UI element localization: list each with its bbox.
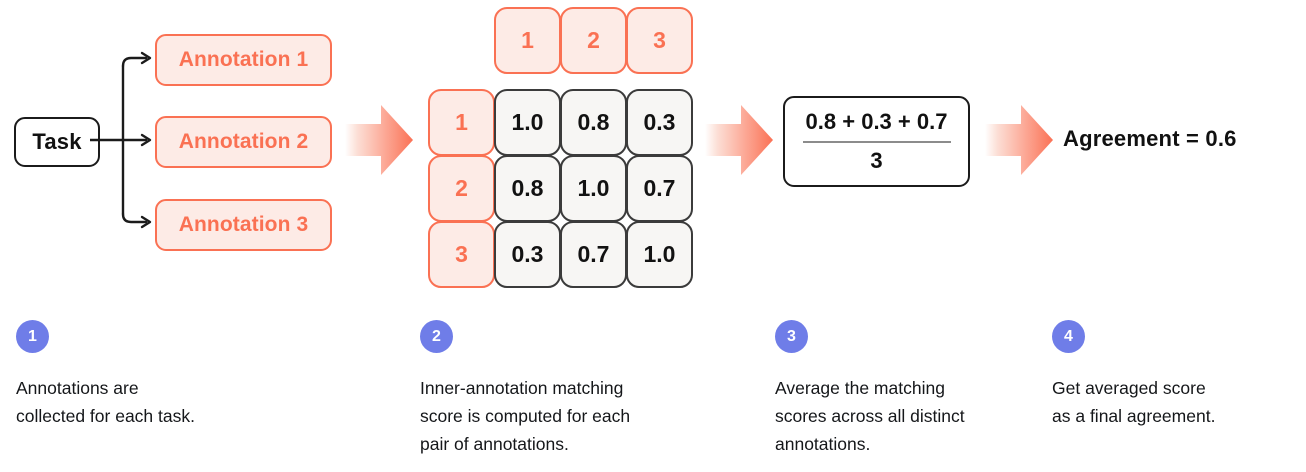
step-2: 2 Inner-annotation matching score is com… <box>420 320 710 458</box>
arrowhead-top <box>140 51 152 65</box>
annotation-node-2: Annotation 2 <box>155 116 332 168</box>
step-badge-3: 3 <box>775 320 808 353</box>
annotation-label-1: Annotation 1 <box>178 48 309 71</box>
connector-branch-top <box>121 56 148 68</box>
arrow-right-icon-2 <box>705 105 773 175</box>
matrix-cell-1-2: 0.8 <box>560 89 627 156</box>
formula-fraction-bar <box>802 141 951 143</box>
agreement-matrix: 1 2 3 1 2 3 1.0 0.8 0.3 0.8 1.0 0.7 0.3 … <box>428 7 693 288</box>
annotation-label-2: Annotation 2 <box>178 130 309 153</box>
connector-branch-bottom <box>121 212 148 224</box>
arrowhead-bottom <box>140 215 152 229</box>
annotation-node-1: Annotation 1 <box>155 34 332 86</box>
annotation-label-3: Annotation 3 <box>178 213 309 236</box>
step-text-3: Average the matching scores across all d… <box>775 378 965 454</box>
matrix-col-header-3: 3 <box>626 7 693 74</box>
matrix-row-header-3: 3 <box>428 221 495 288</box>
arrow-right-icon-3 <box>985 105 1053 175</box>
step-text-2: Inner-annotation matching score is compu… <box>420 378 631 454</box>
step-badge-4: 4 <box>1052 320 1085 353</box>
step-badge-1: 1 <box>16 320 49 353</box>
agreement-result: Agreement = 0.6 <box>1063 126 1237 151</box>
matrix-cell-3-2: 0.7 <box>560 221 627 288</box>
step-4: 4 Get averaged score as a final agreemen… <box>1052 320 1302 430</box>
matrix-col-header-1: 1 <box>494 7 561 74</box>
step-text-1: Annotations are collected for each task. <box>16 378 195 426</box>
task-node: Task <box>14 117 100 167</box>
task-to-annotation-connector <box>90 51 152 229</box>
step-1: 1 Annotations are collected for each tas… <box>16 320 256 430</box>
arrow-right-icon-1 <box>345 105 413 175</box>
matrix-cell-2-3: 0.7 <box>626 155 693 222</box>
matrix-row-header-1: 1 <box>428 89 495 156</box>
matrix-cell-1-1: 1.0 <box>494 89 561 156</box>
matrix-cell-1-3: 0.3 <box>626 89 693 156</box>
annotation-node-3: Annotation 3 <box>155 199 332 251</box>
step-text-4: Get averaged score as a final agreement. <box>1052 378 1216 426</box>
step-badge-2: 2 <box>420 320 453 353</box>
formula-numerator: 0.8 + 0.3 + 0.7 <box>805 109 948 134</box>
average-formula-node: 0.8 + 0.3 + 0.7 3 <box>783 96 970 187</box>
matrix-cell-3-3: 1.0 <box>626 221 693 288</box>
matrix-cell-2-2: 1.0 <box>560 155 627 222</box>
arrowhead-middle <box>140 133 152 147</box>
formula-denominator: 3 <box>870 148 883 173</box>
matrix-col-header-2: 2 <box>560 7 627 74</box>
step-3: 3 Average the matching scores across all… <box>775 320 1025 458</box>
matrix-row-header-2: 2 <box>428 155 495 222</box>
task-label: Task <box>32 129 82 154</box>
matrix-cell-2-1: 0.8 <box>494 155 561 222</box>
matrix-cell-3-1: 0.3 <box>494 221 561 288</box>
